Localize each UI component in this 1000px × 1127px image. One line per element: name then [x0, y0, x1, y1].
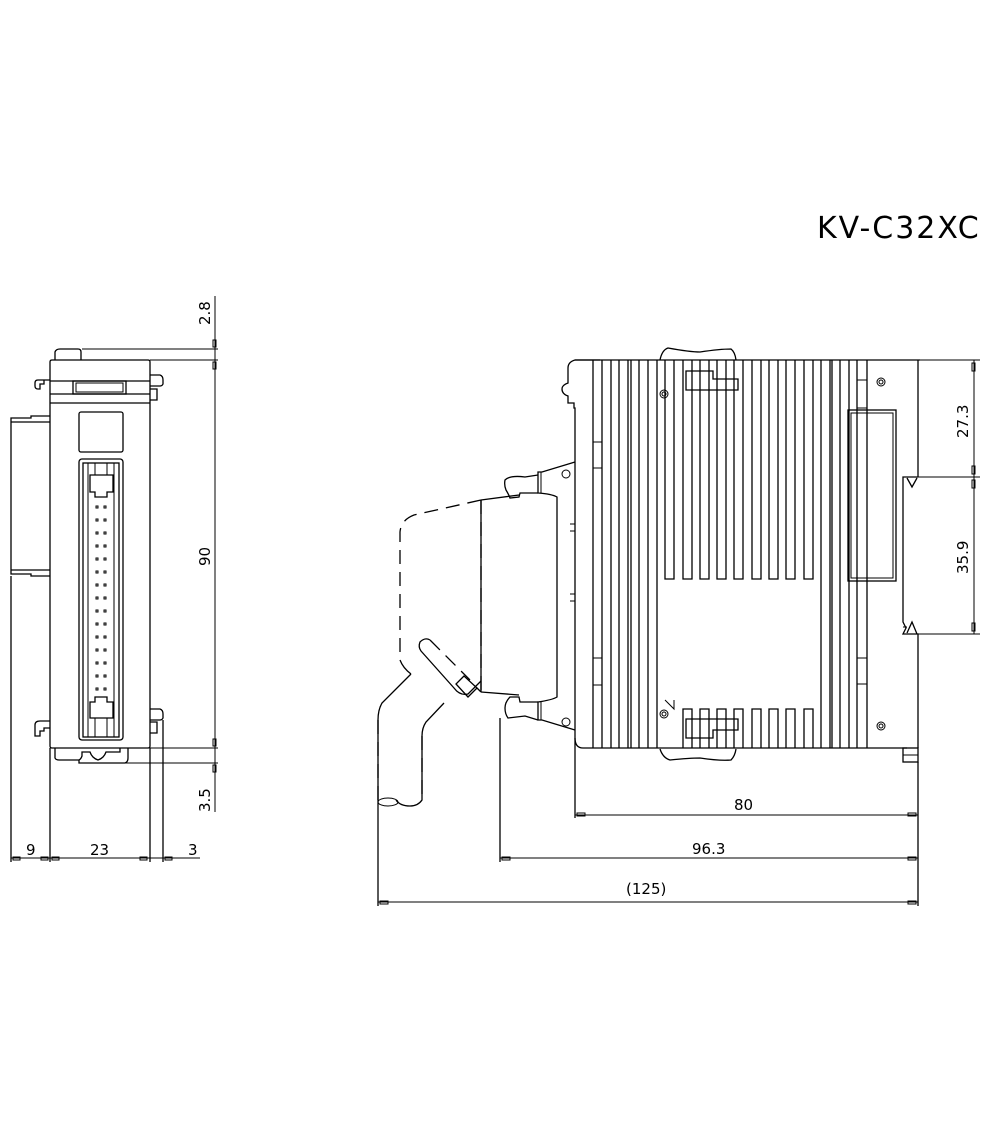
- dim-height: 90: [196, 547, 214, 566]
- dim-body-depth: 80: [734, 796, 753, 814]
- model-title: KV-C32XC: [817, 211, 981, 246]
- dim-rail-height: 35.9: [954, 541, 972, 574]
- dim-left-protrusion: 9: [26, 841, 36, 859]
- dim-depth-with-connector: 96.3: [692, 840, 725, 858]
- dim-top-offset: 2.8: [196, 301, 214, 325]
- dim-right-protrusion: 3: [188, 841, 198, 859]
- dim-upper-height: 27.3: [954, 405, 972, 438]
- dim-overall-depth: (125): [626, 880, 666, 898]
- dim-width: 23: [90, 841, 109, 859]
- side-view: 80 96.3 (125) 27.3 35.9: [377, 347, 980, 906]
- dim-bottom-offset: 3.5: [196, 788, 214, 812]
- front-view: 2.8 90 3.5 9 23 3: [10, 296, 218, 862]
- connector-pins: [95, 505, 107, 691]
